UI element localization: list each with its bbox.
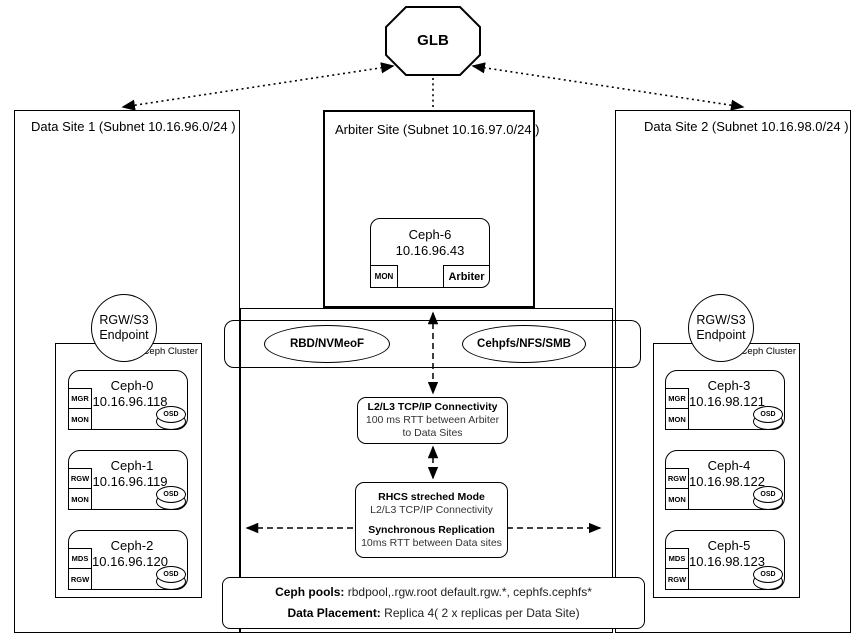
endpoint-line2: Endpoint	[696, 328, 746, 342]
replication-title: Synchronous Replication	[368, 523, 495, 536]
role-label: MDS	[68, 548, 92, 569]
node-ip: 10.16.98.121	[689, 394, 765, 409]
node-name: Ceph-3	[707, 378, 751, 393]
arbiter-badge: Arbiter	[443, 265, 490, 288]
pools-line: Ceph pools: rbdpool,.rgw.root default.rg…	[275, 582, 592, 603]
arbiter-site-title: Arbiter Site (Subnet 10.16.97.0/24 )	[335, 122, 540, 137]
glb-to-site1-link	[121, 62, 395, 111]
node-name: Ceph-4	[707, 458, 751, 473]
role-label: RGW	[68, 568, 92, 590]
ceph-pools-box: Ceph pools: rbdpool,.rgw.root default.rg…	[222, 577, 645, 629]
role-label: MON	[68, 488, 92, 510]
connectivity-box: L2/L3 TCP/IP Connectivity 100 ms RTT bet…	[357, 397, 508, 444]
osd-disk-icon: OSD	[156, 566, 186, 592]
block-protocols-ellipse: RBD/NVMeoF	[264, 325, 390, 363]
osd-label: OSD	[753, 486, 783, 503]
osd-disk-icon: OSD	[156, 406, 186, 432]
placement-value: Replica 4( 2 x replicas per Data Site)	[380, 606, 580, 620]
stretch-subtitle: L2/L3 TCP/IP Connectivity	[370, 503, 493, 516]
osd-label: OSD	[156, 566, 186, 583]
osd-disk-icon: OSD	[753, 406, 783, 432]
role-label: RGW	[68, 468, 92, 489]
placement-label: Data Placement:	[287, 606, 381, 620]
node-name: Ceph-0	[110, 378, 154, 393]
rgw-s3-endpoint-circle-site1: RGW/S3 Endpoint	[91, 294, 157, 362]
connectivity-body: 100 ms RTT between Arbiter to Data Sites	[365, 414, 500, 439]
osd-label: OSD	[753, 406, 783, 423]
role-label: MON	[665, 408, 689, 430]
endpoint-line1: RGW/S3	[99, 313, 149, 327]
data-site-1-title: Data Site 1 (Subnet 10.16.96.0/24 )	[31, 119, 236, 134]
node-name: Ceph-6	[408, 227, 452, 242]
pools-value: rbdpool,.rgw.root default.rgw.*, cephfs.…	[344, 585, 592, 599]
osd-label: OSD	[156, 486, 186, 503]
placement-line: Data Placement: Replica 4( 2 x replicas …	[287, 603, 579, 624]
ceph-node-arbiter: Ceph-6 10.16.96.43 MON Arbiter	[370, 218, 490, 288]
node-ip: 10.16.96.118	[92, 394, 168, 409]
ceph-node-3: Ceph-3 10.16.98.121 MGR MON OSD	[665, 370, 785, 430]
node-ip: 10.16.98.122	[689, 474, 765, 489]
osd-disk-icon: OSD	[753, 566, 783, 592]
ceph-node-2: Ceph-2 10.16.96.120 MDS RGW OSD	[68, 530, 188, 590]
osd-disk-icon: OSD	[753, 486, 783, 512]
connectivity-title: L2/L3 TCP/IP Connectivity	[367, 401, 498, 413]
replication-subtitle: 10ms RTT between Data sites	[361, 536, 502, 549]
interconnect-region	[240, 308, 613, 633]
osd-disk-icon: OSD	[156, 486, 186, 512]
rgw-s3-endpoint-circle-site2: RGW/S3 Endpoint	[688, 294, 754, 362]
node-name: Ceph-5	[707, 538, 751, 553]
mon-role-label: MON	[370, 265, 398, 288]
stretch-title: RHCS streched Mode	[378, 490, 485, 503]
data-site-2-title: Data Site 2 (Subnet 10.16.98.0/24 )	[644, 119, 849, 134]
endpoint-line2: Endpoint	[99, 328, 149, 342]
role-label: RGW	[665, 468, 689, 489]
role-label: MON	[68, 408, 92, 430]
ceph-cluster-2-label: Ceph Cluster	[740, 346, 796, 357]
role-label: MGR	[68, 388, 92, 409]
osd-label: OSD	[156, 406, 186, 423]
data-site-1-box: Data Site 1 (Subnet 10.16.96.0/24 )	[14, 110, 240, 633]
ceph-node-1: Ceph-1 10.16.96.119 RGW MON OSD	[68, 450, 188, 510]
node-ip: 10.16.98.123	[689, 554, 765, 569]
file-protocols-ellipse: Cehpfs/NFS/SMB	[462, 325, 586, 363]
glb-to-site2-link	[471, 62, 745, 111]
role-label: RGW	[665, 568, 689, 590]
node-ip: 10.16.96.43	[395, 243, 465, 258]
node-ip: 10.16.96.119	[92, 474, 168, 489]
ceph-node-0: Ceph-0 10.16.96.118 MGR MON OSD	[68, 370, 188, 430]
pools-label: Ceph pools:	[275, 585, 345, 599]
node-name: Ceph-2	[110, 538, 154, 553]
data-site-2-box: Data Site 2 (Subnet 10.16.98.0/24 )	[615, 110, 851, 633]
stretch-mode-box: RHCS streched Mode L2/L3 TCP/IP Connecti…	[355, 482, 508, 558]
ceph-node-4: Ceph-4 10.16.98.122 RGW MON OSD	[665, 450, 785, 510]
ceph-node-5: Ceph-5 10.16.98.123 MDS RGW OSD	[665, 530, 785, 590]
role-label: MGR	[665, 388, 689, 409]
glb-label: GLB	[417, 32, 449, 49]
node-name-and-ip: Ceph-6 10.16.96.43	[371, 227, 489, 259]
ceph-cluster-1-label: Ceph Cluster	[142, 346, 198, 357]
endpoint-line1: RGW/S3	[696, 313, 746, 327]
node-ip: 10.16.96.120	[92, 554, 168, 569]
role-label: MON	[665, 488, 689, 510]
osd-label: OSD	[753, 566, 783, 583]
node-name: Ceph-1	[110, 458, 154, 473]
role-label: MDS	[665, 548, 689, 569]
